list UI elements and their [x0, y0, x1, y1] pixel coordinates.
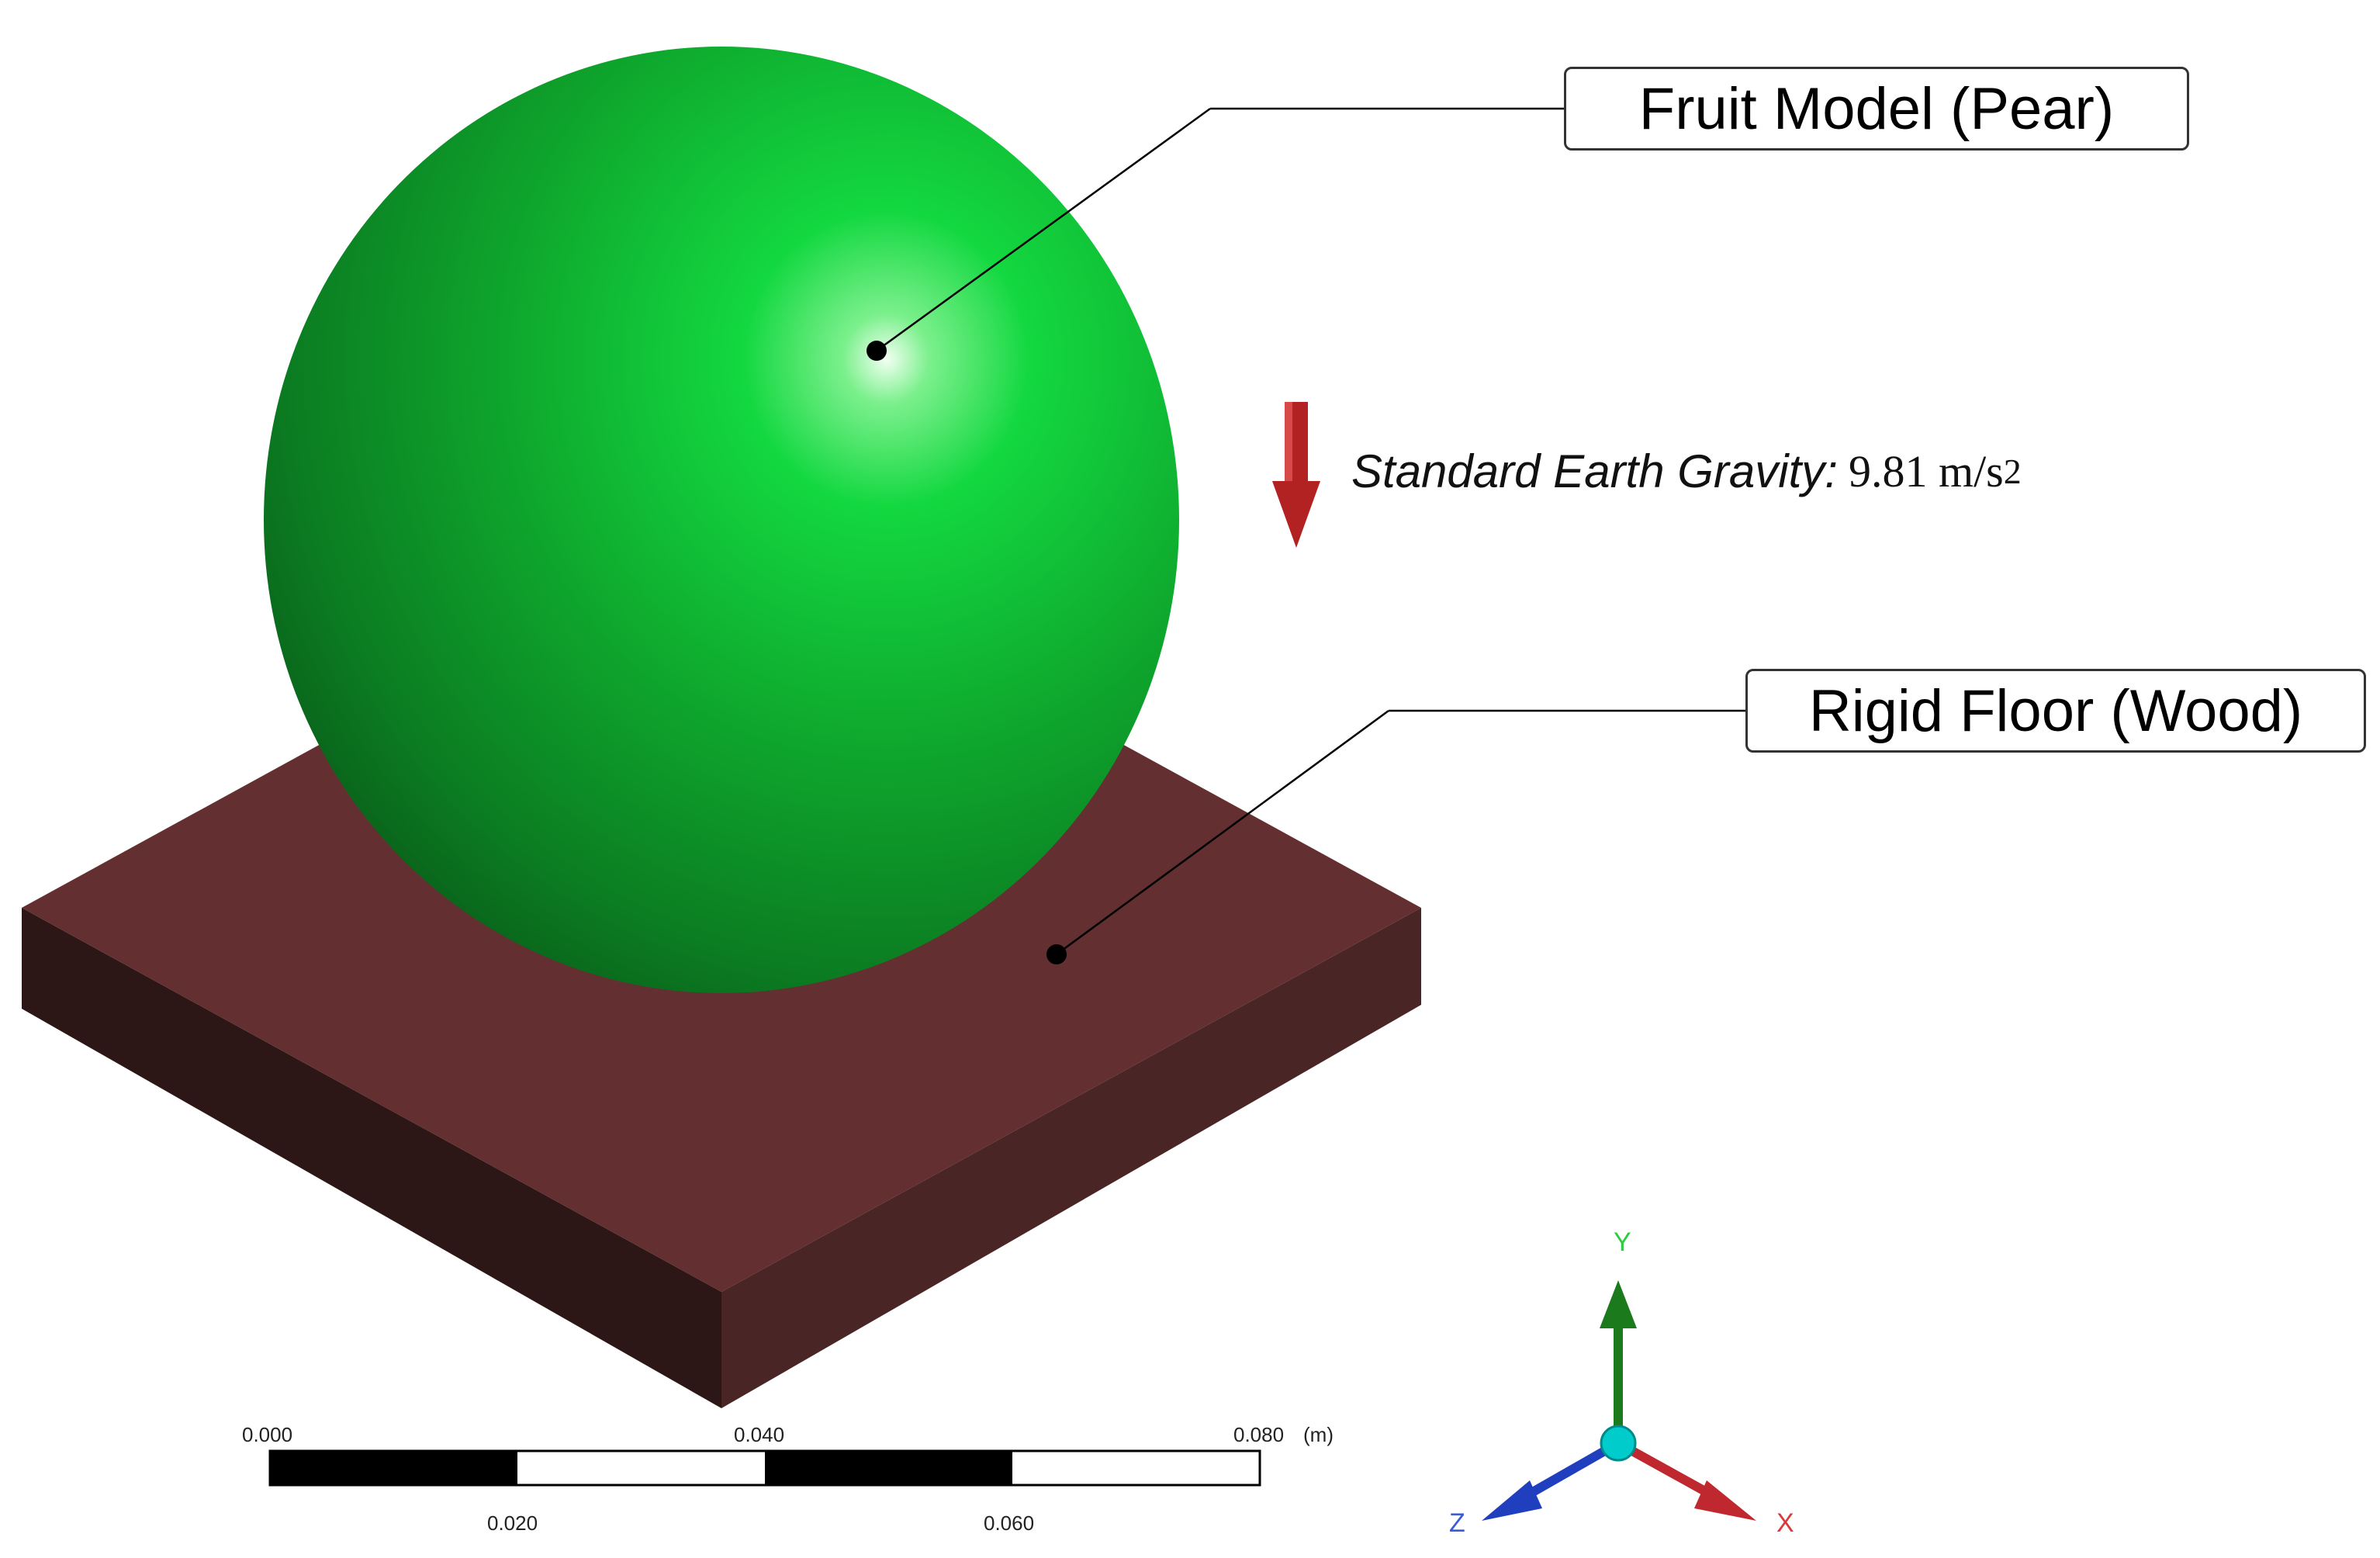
floor-anchor-dot — [1046, 944, 1067, 964]
fruit-sphere — [264, 47, 1179, 993]
scale-tick-label: 0.080 — [1233, 1423, 1285, 1446]
scale-segment-1 — [270, 1451, 517, 1485]
scale-tick-label: 0.000 — [242, 1423, 293, 1446]
y-axis-label: Y — [1614, 1227, 1631, 1257]
gravity-label: Standard Earth Gravity: — [1351, 445, 1838, 497]
x-axis-shaft — [1616, 1439, 1721, 1504]
rigid-floor-label: Rigid Floor (Wood) — [1808, 677, 2303, 744]
scale-bar — [268, 1449, 1261, 1487]
fruit-model-label: Fruit Model (Pear) — [1638, 75, 2115, 142]
scale-tick-label: 0.020 — [487, 1511, 538, 1535]
gravity-exponent: 2 — [2003, 451, 2022, 491]
scale-tick-label: 0.040 — [734, 1423, 785, 1446]
rigid-floor-callout: Rigid Floor (Wood) — [1745, 669, 2366, 753]
origin-sphere — [1600, 1425, 1637, 1462]
scale-segment-3 — [765, 1451, 1012, 1485]
fruit-anchor-dot — [867, 341, 887, 361]
gravity-value: 9.81 m/s — [1848, 445, 2004, 497]
floor-front-right-face — [721, 908, 1421, 1408]
z-axis-arrowhead — [1482, 1480, 1542, 1521]
fruit-leader-line — [876, 107, 1211, 352]
x-axis-label: X — [1776, 1508, 1794, 1538]
floor-front-left-face — [22, 908, 721, 1408]
fruit-model-callout: Fruit Model (Pear) — [1564, 67, 2189, 151]
scale-unit-label: (m) — [1303, 1423, 1334, 1446]
axis-triad-icon — [1482, 1280, 1756, 1521]
floor-leader-line — [1056, 709, 1389, 956]
gravity-arrow-icon — [1272, 402, 1320, 548]
x-axis-arrowhead — [1694, 1480, 1756, 1521]
y-axis-arrowhead — [1600, 1280, 1637, 1328]
z-axis-label: Z — [1449, 1508, 1465, 1538]
scale-tick-label: 0.060 — [984, 1511, 1035, 1535]
z-axis-shaft — [1518, 1439, 1621, 1504]
